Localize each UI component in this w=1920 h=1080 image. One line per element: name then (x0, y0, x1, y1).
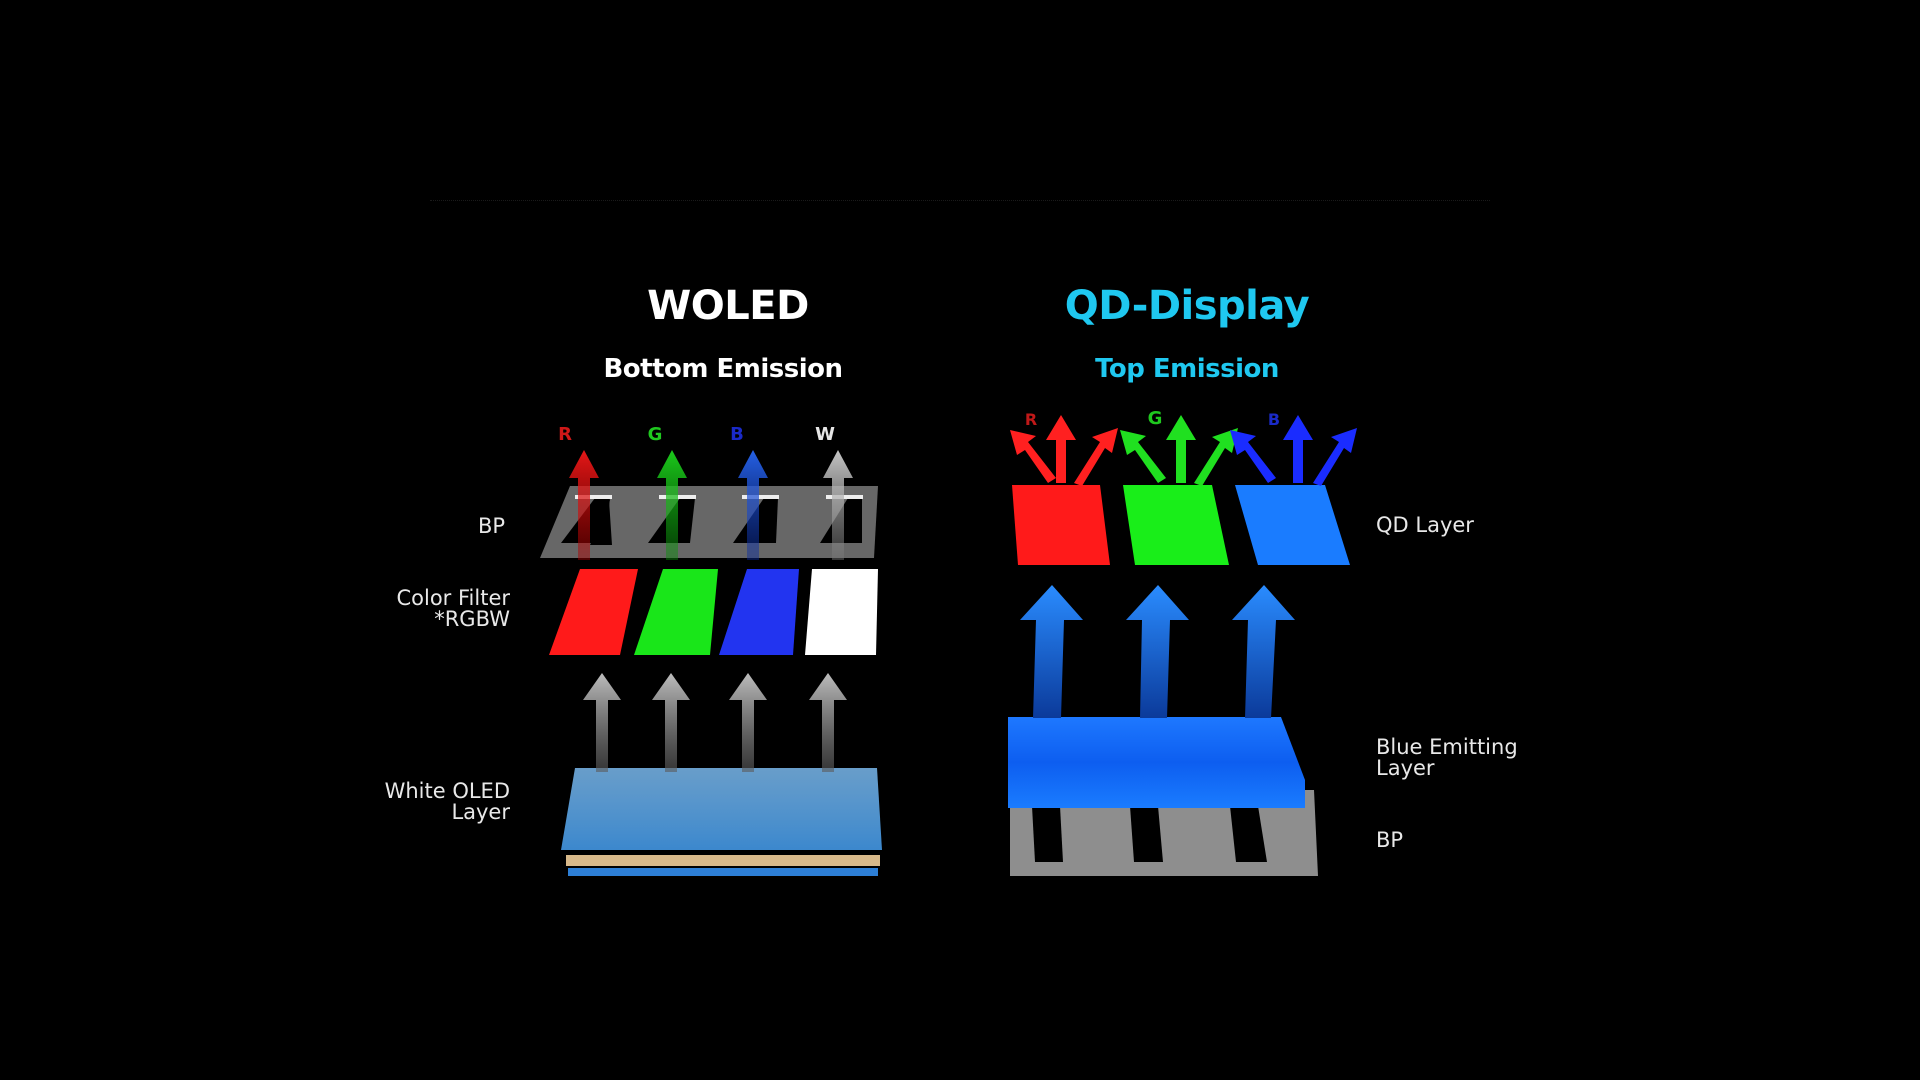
woled-bp-plate (540, 486, 878, 558)
color-filter-rgbw-label: *RGBW (434, 607, 510, 631)
woled-bp-label: BP (478, 514, 506, 538)
woled-subtitle: Bottom Emission (603, 354, 843, 384)
blue-emitting-label: Blue Emitting (1376, 735, 1518, 759)
woled-channel-r: R (558, 424, 572, 445)
woled-channel-w: W (815, 424, 835, 445)
blue-emitting-layer (1008, 717, 1305, 808)
woled-output-beams (569, 450, 853, 560)
qd-output-arrows-blue (1230, 415, 1357, 486)
color-filter-label: Color Filter (396, 586, 510, 610)
white-oled-label: White OLED (384, 779, 510, 803)
woled-channel-b: B (730, 424, 744, 445)
color-filters (549, 569, 878, 655)
woled-title: WOLED (647, 283, 809, 329)
blue-emitting-layer-label: Layer (1376, 756, 1435, 780)
qd-layer-label: QD Layer (1376, 513, 1474, 537)
woled-channel-g: G (647, 424, 663, 445)
qd-title: QD-Display (1064, 283, 1310, 329)
white-oled-layer-label: Layer (451, 800, 510, 824)
qd-layer-blocks (1012, 485, 1350, 565)
qd-channel-b: B (1267, 410, 1281, 429)
divider-line (430, 200, 1490, 201)
qd-output-arrows-green (1120, 415, 1238, 486)
white-light-arrows (583, 673, 847, 772)
qd-bp-label: BP (1376, 828, 1404, 852)
qd-channel-r: R (1024, 410, 1038, 429)
qd-bp-plate (1010, 790, 1318, 876)
qd-output-arrows-red (1010, 415, 1118, 486)
white-oled-layer (561, 768, 882, 876)
qd-channel-g: G (1147, 408, 1163, 429)
qd-subtitle: Top Emission (1095, 354, 1279, 384)
blue-light-arrows (1020, 585, 1295, 718)
